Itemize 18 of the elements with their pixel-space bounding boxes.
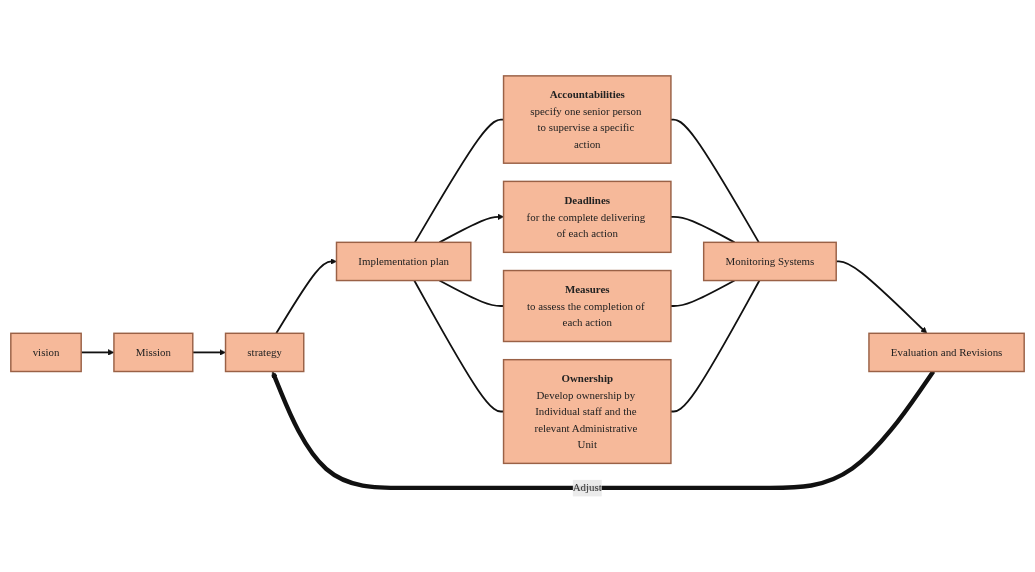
node-box: Monitoring Systems	[702, 241, 837, 282]
node-box: Evaluation and Revisions	[868, 332, 1025, 373]
node-box: Deadlines for the complete delivering of each action	[502, 180, 672, 254]
arrow	[438, 213, 504, 244]
node-box: Ownership Develop ownership by Individual staff and the relevant Administrative Unit	[502, 358, 672, 465]
arrow	[271, 370, 936, 491]
edge-label: Adjust	[572, 481, 602, 494]
connector	[670, 118, 760, 244]
node-box: Measures to assess the completion of each action	[502, 269, 672, 343]
node-box: Mission	[113, 332, 194, 373]
node-box: Accountabilities specify one senior person to supervise a specific action	[502, 75, 672, 164]
connector	[670, 215, 736, 244]
node-box: Implementation plan	[335, 241, 472, 282]
connector	[670, 279, 736, 307]
node-box: vision	[10, 332, 82, 373]
connector	[670, 279, 761, 413]
node-box: strategy	[224, 332, 305, 373]
arrow	[275, 258, 337, 335]
